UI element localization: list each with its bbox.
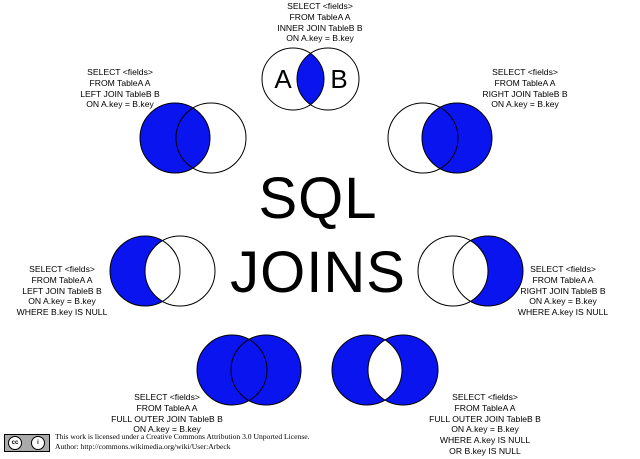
query-line: FROM TableA A xyxy=(532,274,594,285)
label-a: A xyxy=(274,64,292,94)
intersection xyxy=(422,103,458,173)
title-sql: SQL xyxy=(258,166,378,231)
intersection xyxy=(453,236,488,306)
venn-right-join xyxy=(387,102,493,174)
label-b: B xyxy=(330,64,347,94)
query-line: ON A.key = B.key xyxy=(86,99,154,110)
query-line: FROM TableA A xyxy=(136,402,198,413)
query-line: RIGHT JOIN TableB B xyxy=(520,285,606,296)
intersection xyxy=(368,335,402,405)
title-joins: JOINS xyxy=(230,240,406,305)
query-line: FROM TableA A xyxy=(454,402,516,413)
venn-right-join-null xyxy=(417,235,524,307)
query-line: FROM TableA A xyxy=(289,11,351,22)
query-line: FULL OUTER JOIN TableB B xyxy=(429,413,541,424)
query-line: ON A.key = B.key xyxy=(133,424,201,435)
query-line: WHERE B.key IS NULL xyxy=(16,307,108,318)
query-line: SELECT <fields> xyxy=(530,264,596,274)
query-line: INNER JOIN TableB B xyxy=(277,22,363,33)
query-line: ON A.key = B.key xyxy=(491,99,559,110)
query-line: SELECT <fields> xyxy=(492,67,558,77)
query-line: ON A.key = B.key xyxy=(451,424,519,435)
query-line: ON A.key = B.key xyxy=(28,296,96,307)
venn-left-join-null xyxy=(109,235,216,307)
venn-full-outer-join-null xyxy=(331,334,439,406)
query-line: SELECT <fields> xyxy=(452,392,518,402)
intersection xyxy=(176,103,210,173)
query-line: SELECT <fields> xyxy=(134,392,200,402)
license-text: This work is licensed under a Creative C… xyxy=(55,432,310,441)
query-line: SELECT <fields> xyxy=(87,67,153,77)
query-line: FULL OUTER JOIN TableB B xyxy=(111,413,223,424)
license-notice: cc i This work is licensed under a Creat… xyxy=(4,432,310,452)
query-line: FROM TableA A xyxy=(494,77,556,88)
intersection xyxy=(297,48,324,110)
venn-left-join xyxy=(139,102,247,174)
query-line: FROM TableA A xyxy=(31,274,93,285)
query-line: LEFT JOIN TableB B xyxy=(22,285,102,296)
intersection xyxy=(145,236,180,306)
query-line: ON A.key = B.key xyxy=(529,296,597,307)
query-line: LEFT JOIN TableB B xyxy=(80,88,160,99)
query-line: WHERE A.key IS NULL xyxy=(517,307,609,318)
query-line: SELECT <fields> xyxy=(29,264,95,274)
query-line: RIGHT JOIN TableB B xyxy=(482,88,568,99)
query-line: SELECT <fields> xyxy=(287,1,353,11)
author-text: Author: http://commons.wikimedia.org/wik… xyxy=(55,442,231,451)
query-line: OR B.key IS NULL xyxy=(449,445,521,456)
venn-full-outer-join xyxy=(196,334,302,406)
intersection xyxy=(231,335,267,405)
query-line: ON A.key = B.key xyxy=(286,33,354,44)
cc-by-badge-icon[interactable]: cc i xyxy=(4,434,50,452)
query-line: FROM TableA A xyxy=(89,77,151,88)
query-line: WHERE A.key IS NULL xyxy=(439,435,531,446)
